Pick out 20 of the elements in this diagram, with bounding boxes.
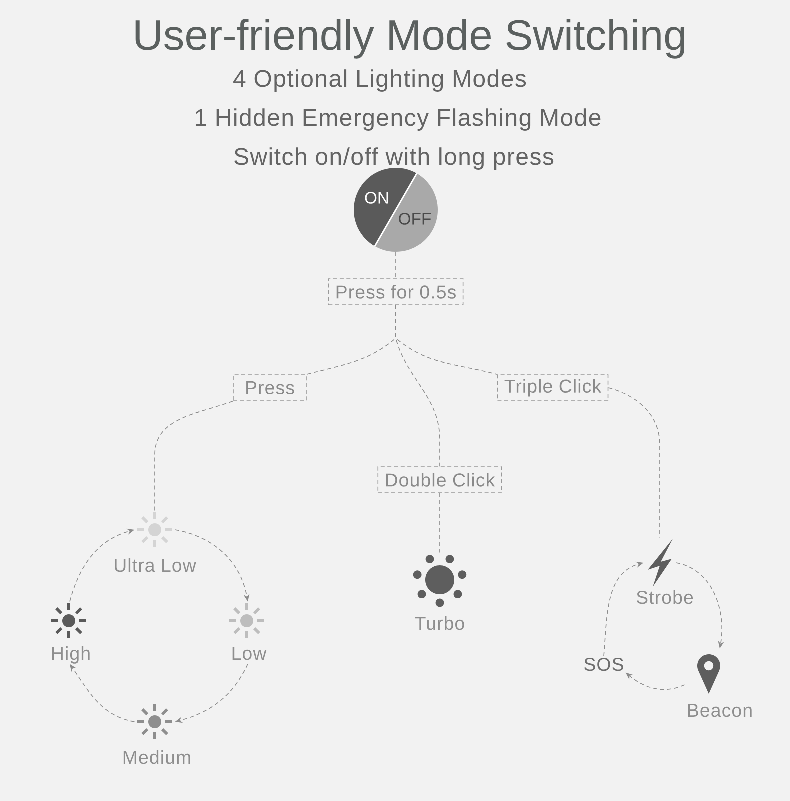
mode-label: Turbo	[415, 616, 464, 630]
dashed-box: Press for 0.5s	[328, 278, 464, 306]
connector-line	[154, 401, 234, 512]
mode-label: Low	[232, 647, 267, 660]
mode-label: Beacon	[688, 704, 752, 718]
dashed-box: Double Click	[378, 466, 502, 494]
power-button: ON OFF	[354, 168, 438, 252]
dashed-box: Triple Click	[497, 374, 609, 402]
connector-line	[608, 388, 660, 538]
subtitle: Switch on/off with long press	[234, 148, 554, 170]
connector-line	[396, 305, 498, 375]
mode-label: High	[52, 646, 90, 664]
title: User-friendly Mode Switching	[136, 19, 685, 59]
mode-label: SOS	[584, 658, 624, 672]
dashed-box: Press	[233, 374, 307, 402]
subtitle: 1 Hidden Emergency Flashing Mode	[196, 108, 601, 131]
mode-label: Strobe	[636, 590, 694, 604]
mode-label: Medium	[124, 750, 190, 764]
subtitle: 4 Optional Lighting Modes	[234, 70, 526, 92]
mode-label: Ultra Low	[115, 558, 196, 572]
